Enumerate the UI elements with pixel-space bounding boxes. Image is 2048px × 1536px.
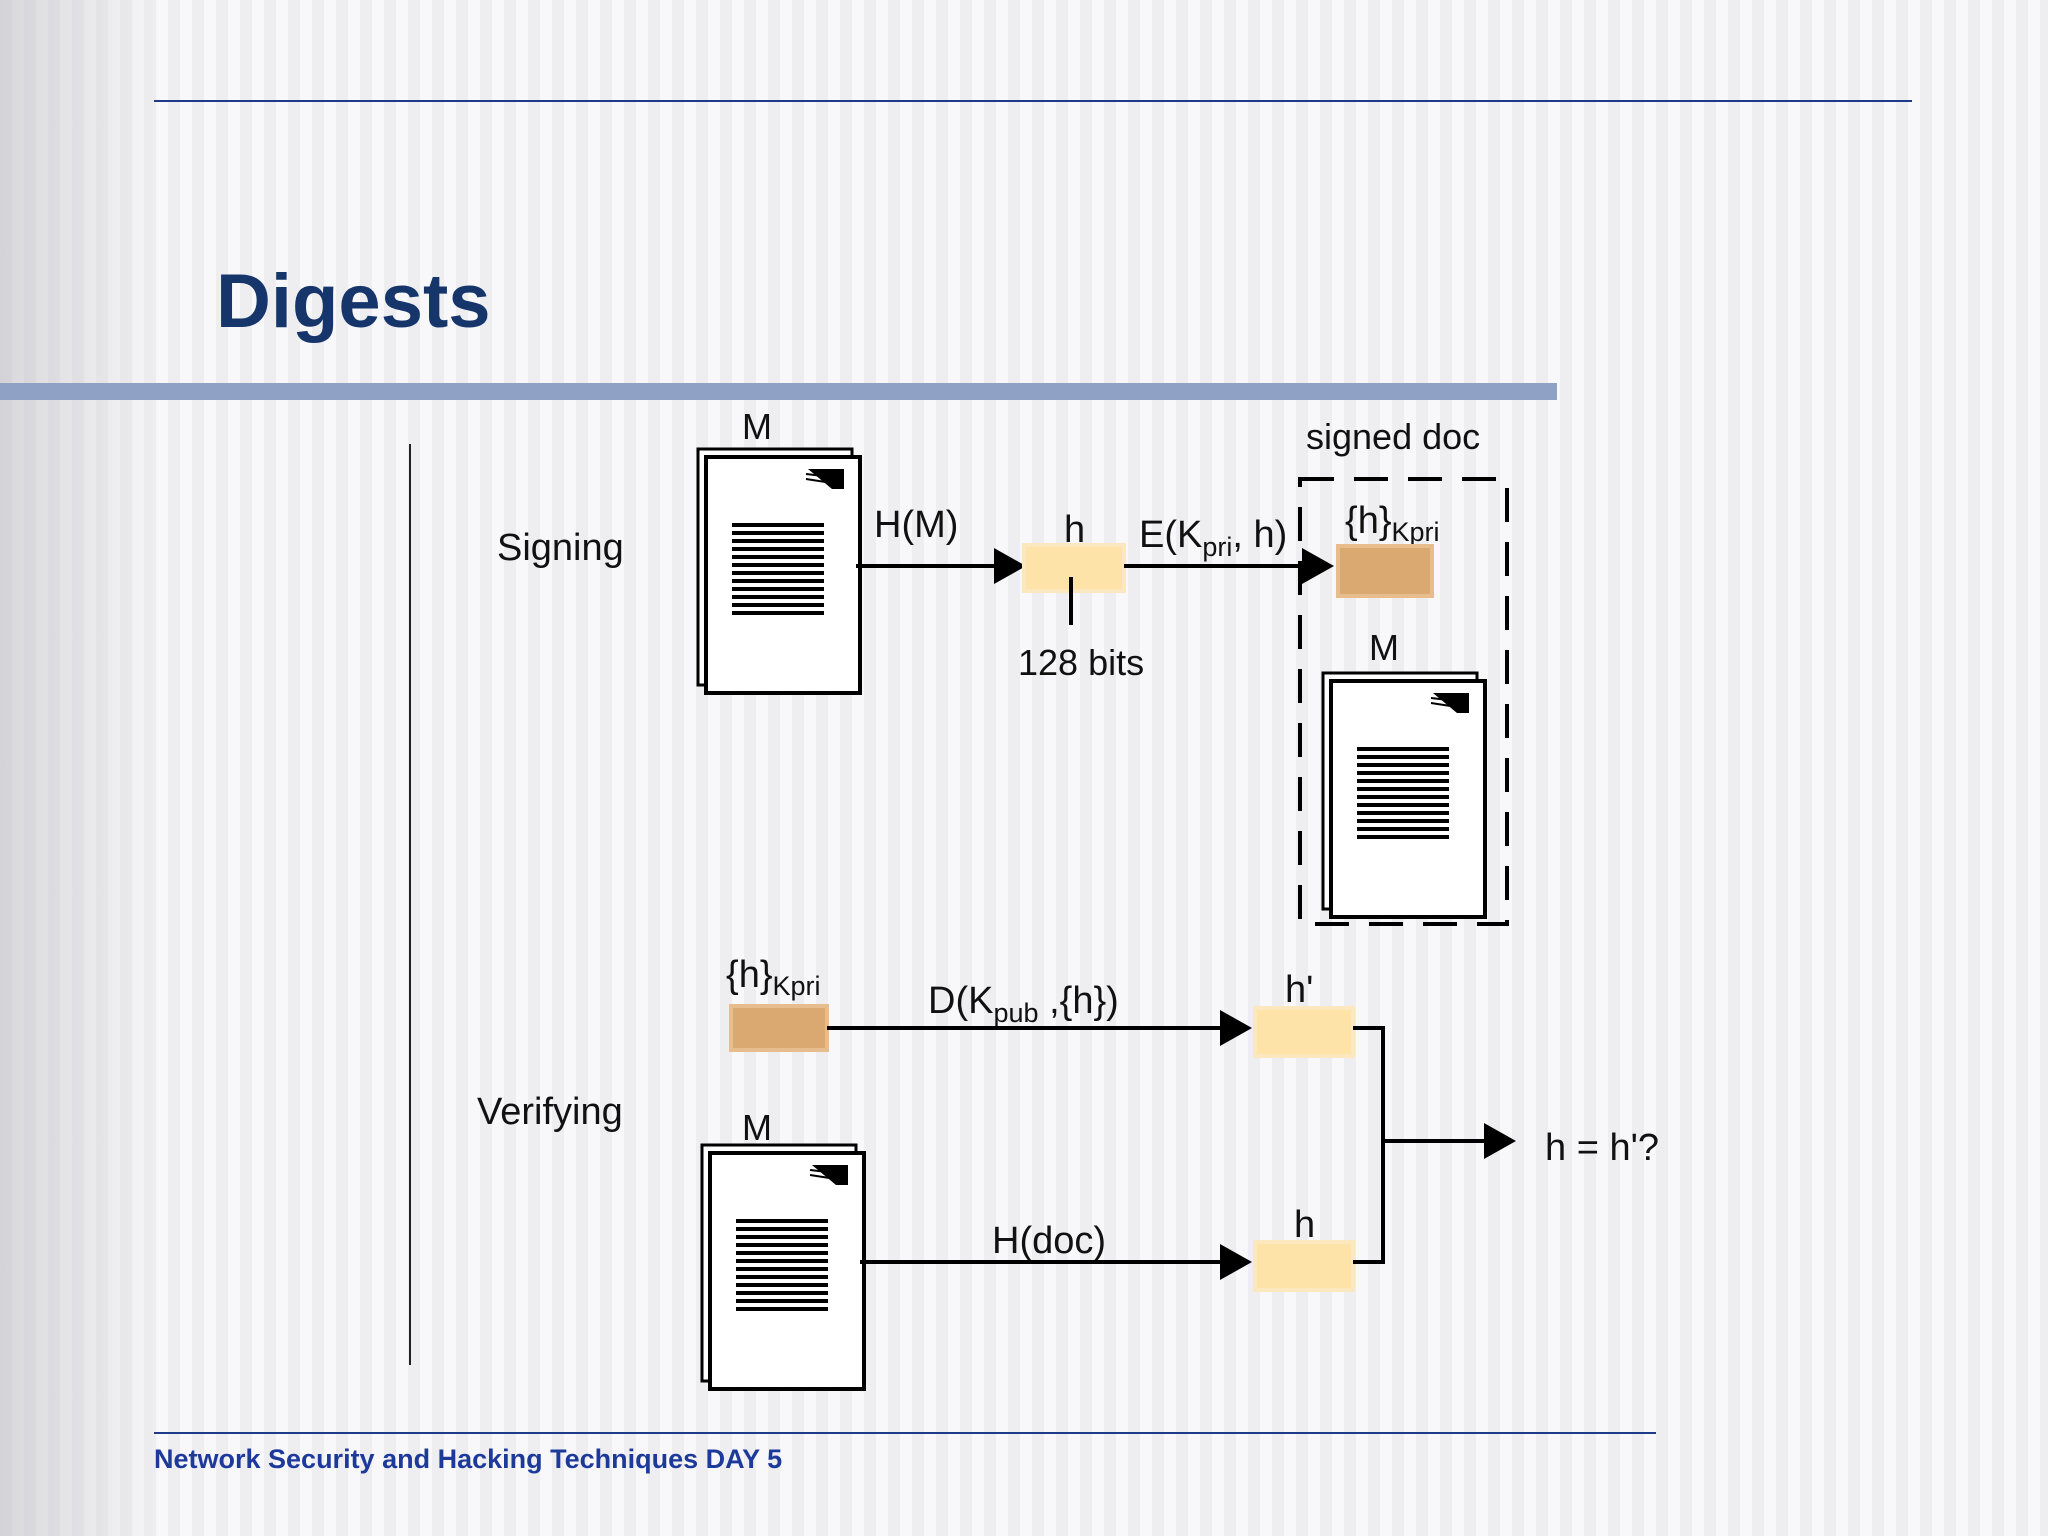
verifying-label: Verifying — [477, 1091, 623, 1133]
digest-box — [1022, 543, 1126, 593]
arrow-right-icon — [994, 548, 1026, 584]
digest-label: h — [1064, 509, 1085, 551]
footer-rule — [154, 1432, 1656, 1434]
verify-signature-label: {h}Kpri — [726, 954, 821, 1001]
signing-label: Signing — [497, 527, 624, 569]
slide-footer: Network Security and Hacking Techniques … — [154, 1444, 783, 1474]
document-icon — [1321, 671, 1487, 919]
document-icon — [696, 447, 862, 695]
verify-doc-label: M — [742, 1107, 772, 1148]
signed-doc-label: signed doc — [1306, 416, 1480, 457]
hash-doc-label: H(doc) — [992, 1220, 1106, 1262]
h-label: h — [1294, 1204, 1315, 1246]
signed-doc-boundary — [1298, 477, 1509, 926]
signature-box — [1336, 544, 1434, 598]
compare-bracket — [1353, 1026, 1385, 1264]
signed-doc-m-label: M — [1369, 627, 1399, 668]
decrypt-label: D(Kpub ,{h}) — [928, 980, 1119, 1028]
slide-title: Digests — [216, 259, 491, 344]
encrypt-label: E(Kpri, h) — [1139, 514, 1287, 562]
arrow-right-icon — [1220, 1244, 1252, 1280]
h-prime-label: h' — [1285, 969, 1313, 1011]
title-underline-bar — [0, 383, 1557, 400]
hash-function-label: H(M) — [874, 504, 958, 546]
signing-doc-label: M — [742, 406, 772, 447]
arrow-right-icon — [1220, 1010, 1252, 1046]
digest-size-label: 128 bits — [1018, 642, 1144, 683]
arrow-right-icon — [1302, 548, 1334, 584]
signed-doc-signature-label: {h}Kpri — [1345, 500, 1440, 547]
document-icon — [700, 1143, 866, 1391]
h-box — [1253, 1240, 1355, 1292]
verify-signature-box — [729, 1004, 829, 1052]
arrow-right-icon — [1484, 1123, 1516, 1159]
top-rule — [154, 100, 1912, 102]
h-prime-box — [1253, 1006, 1355, 1058]
compare-label: h = h'? — [1545, 1127, 1659, 1169]
